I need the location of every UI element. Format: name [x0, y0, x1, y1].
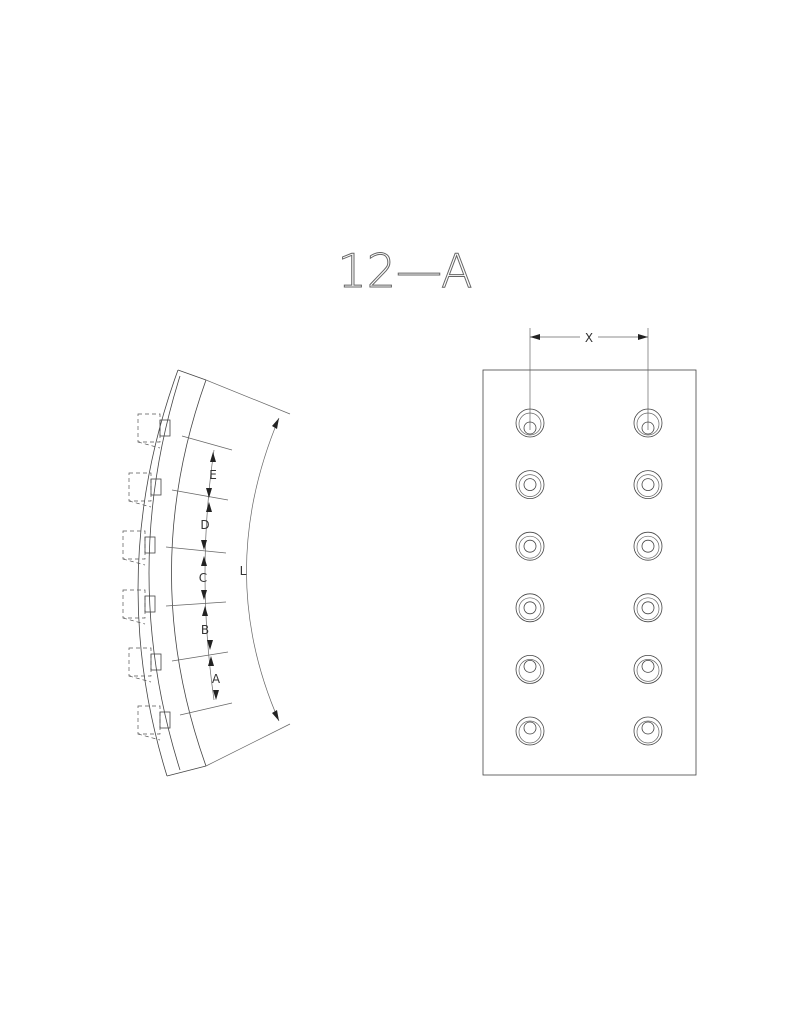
- x-arrow-left: [530, 334, 540, 340]
- hole-counterbore: [518, 597, 542, 621]
- hole-counterbore: [636, 659, 660, 682]
- hole-counterbore: [636, 412, 660, 436]
- hole-counterbore: [518, 535, 542, 559]
- rivet-hole: [515, 408, 545, 438]
- rivet-hole: [515, 655, 545, 684]
- hole-counterbore: [518, 659, 542, 682]
- length-arrow-bottom: [272, 710, 279, 721]
- hole-outer-ring: [515, 716, 545, 746]
- dim-label-e: E: [209, 468, 217, 482]
- side-view: E D C B A L: [122, 369, 291, 777]
- hole-bore: [523, 478, 537, 492]
- rivet-hole: [633, 655, 663, 684]
- rivet-head-outline: [128, 472, 152, 502]
- rivet-head-outline: [137, 705, 161, 735]
- rivet-taper-line: [137, 733, 161, 741]
- rivet-hole: [633, 716, 663, 746]
- rivet-4: [122, 589, 156, 625]
- hole-counterbore: [636, 474, 660, 497]
- hole-outer-ring: [633, 716, 663, 746]
- hole-outer-ring: [515, 593, 545, 623]
- hole-bore: [641, 539, 655, 553]
- chain-arrows: [201, 452, 219, 700]
- hole-outer-ring: [633, 593, 663, 623]
- rivet-shank: [144, 536, 156, 554]
- rivet-group: [122, 413, 171, 741]
- length-label: L: [240, 564, 247, 578]
- shoe-top-cap: [177, 369, 207, 381]
- hole-bore: [523, 660, 537, 673]
- rivet-taper-line: [128, 500, 152, 508]
- hole-outer-ring: [515, 470, 545, 500]
- rivet-shank: [150, 478, 162, 496]
- dim-label-a: A: [212, 672, 221, 686]
- rivet-hole: [515, 531, 545, 561]
- drawing-title: 12—A: [338, 244, 473, 298]
- rivet-2: [128, 472, 162, 508]
- rivet-taper-line: [137, 441, 161, 449]
- hole-counterbore: [518, 412, 542, 436]
- hole-outer-ring: [515, 408, 545, 438]
- hole-bore: [641, 601, 655, 615]
- hole-outer-ring: [633, 470, 663, 500]
- rivet-head-outline: [122, 589, 146, 619]
- dim-label-b: B: [201, 623, 209, 637]
- rivet-taper-line: [128, 675, 152, 683]
- lining-outline: [482, 369, 697, 776]
- rivet-shank: [144, 595, 156, 613]
- hole-outer-ring: [515, 531, 545, 561]
- rivet-hole: [633, 470, 663, 500]
- hole-outer-ring: [515, 655, 545, 684]
- rivet-taper-line: [122, 617, 146, 625]
- rivet-hole: [633, 531, 663, 561]
- hole-bore: [523, 421, 537, 435]
- hole-bore: [641, 660, 655, 673]
- rivet-hole: [633, 593, 663, 623]
- rivet-hole-group: [515, 408, 663, 746]
- hole-bore: [523, 721, 537, 735]
- hole-bore: [523, 601, 537, 615]
- rivet-taper-line: [122, 558, 146, 566]
- hole-counterbore: [518, 474, 542, 497]
- hole-outer-ring: [633, 531, 663, 561]
- dim-label-d: D: [200, 518, 209, 532]
- extension-lines: [165, 379, 291, 767]
- hole-bore: [641, 421, 655, 435]
- rivet-3: [122, 530, 156, 566]
- hole-counterbore: [518, 720, 542, 744]
- plan-view: X: [482, 328, 697, 776]
- rivet-hole: [633, 408, 663, 438]
- rivet-6: [137, 705, 171, 741]
- rivet-1: [137, 413, 171, 449]
- rivet-hole: [515, 716, 545, 746]
- hole-counterbore: [636, 535, 660, 559]
- rivet-5: [128, 647, 162, 683]
- hole-outer-ring: [633, 655, 663, 684]
- rivet-head-outline: [122, 530, 146, 560]
- hole-bore: [641, 721, 655, 735]
- length-dimension-arc: [246, 417, 280, 722]
- dim-label-c: C: [199, 571, 207, 585]
- shoe-outer-edge: [137, 369, 179, 777]
- rivet-hole: [515, 470, 545, 500]
- rivet-shank: [150, 653, 162, 671]
- x-arrow-right: [638, 334, 648, 340]
- length-arrow-top: [272, 418, 279, 429]
- hole-outer-ring: [633, 408, 663, 438]
- chain-dimension-line: [204, 449, 215, 701]
- shoe-bottom-cap: [166, 765, 207, 777]
- lining-inner-edge: [148, 375, 181, 771]
- hole-bore: [523, 539, 537, 553]
- shoe-inner-edge: [171, 379, 207, 767]
- hole-counterbore: [636, 720, 660, 744]
- hole-bore: [641, 478, 655, 492]
- rivet-shank: [159, 419, 171, 437]
- rivet-shank: [159, 711, 171, 729]
- hole-counterbore: [636, 597, 660, 621]
- x-label: X: [585, 331, 593, 345]
- rivet-head-outline: [128, 647, 152, 677]
- rivet-hole: [515, 593, 545, 623]
